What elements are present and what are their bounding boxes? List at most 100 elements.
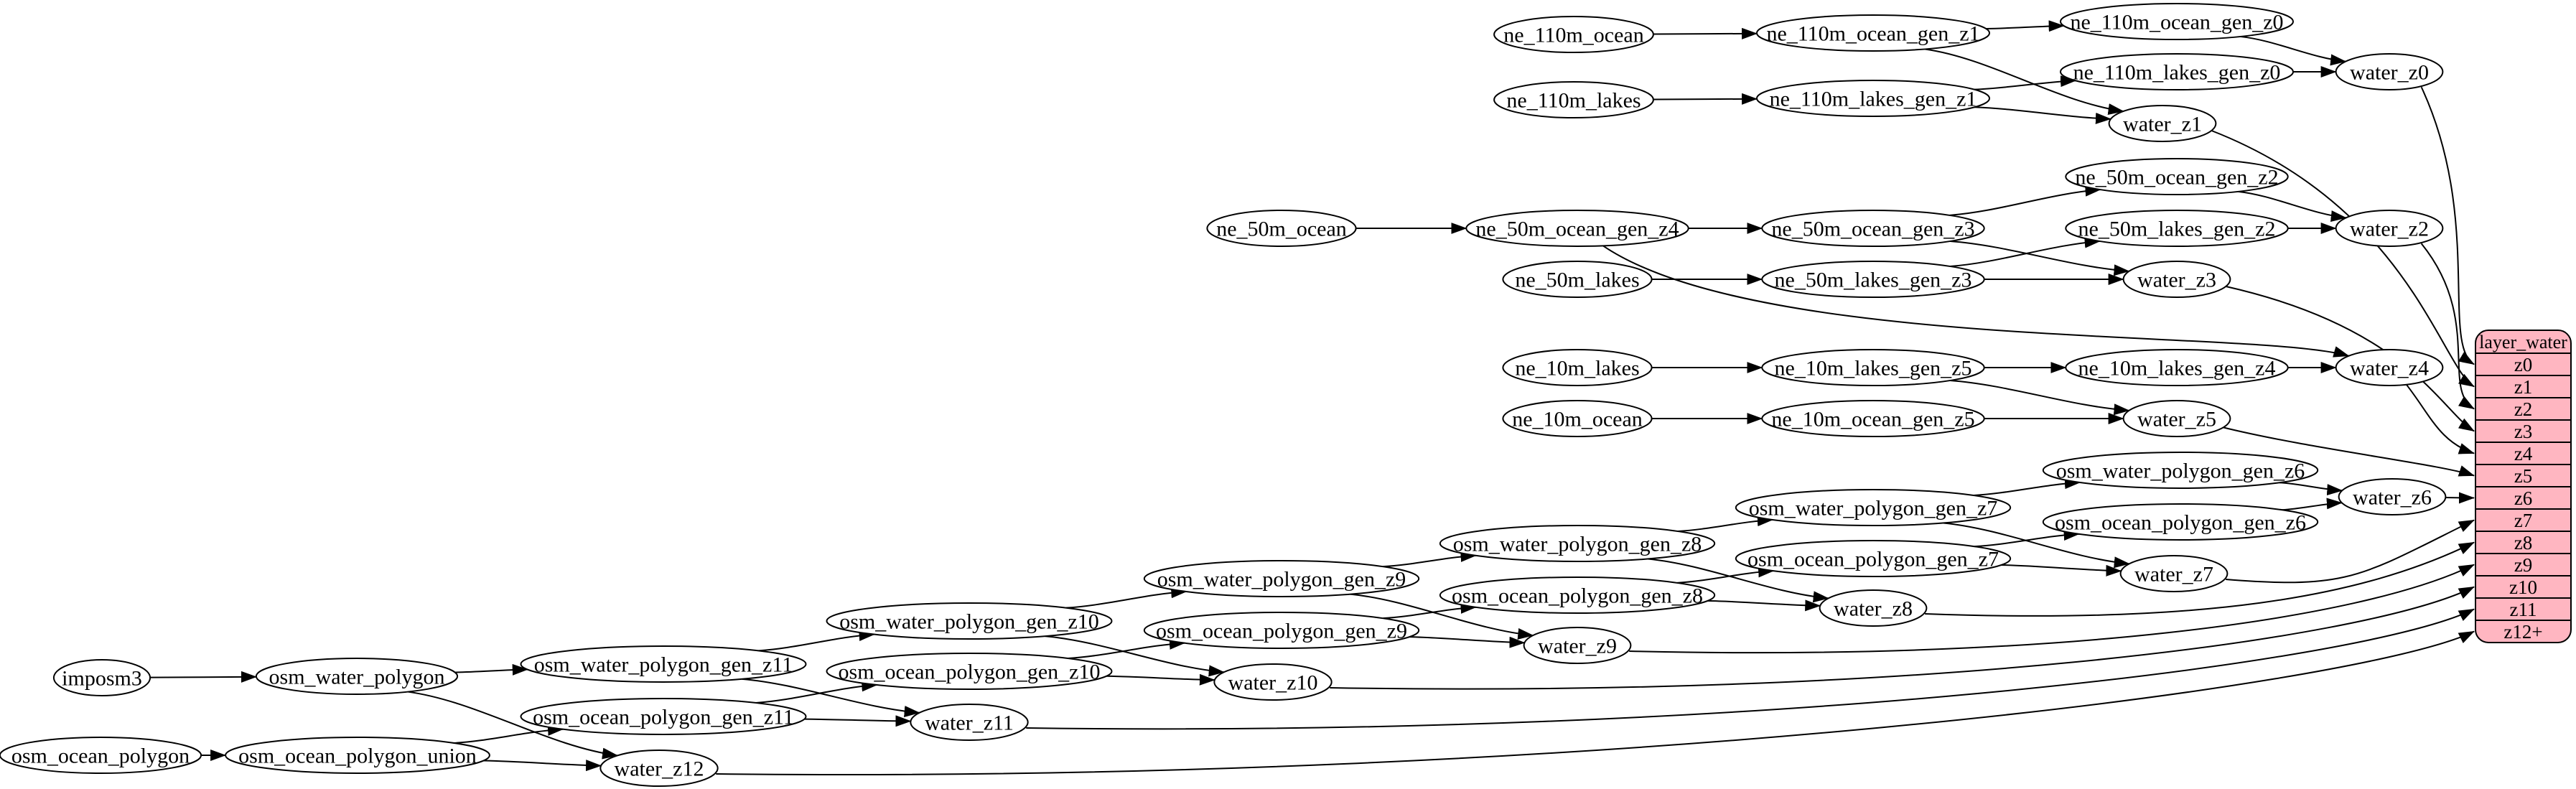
node-label: water_z7 (2134, 563, 2213, 587)
node-ellipse (1493, 16, 1654, 53)
nodes-layer: ne_110m_ocean ne_110m_ocean_gen_z1 ne_110m… (0, 3, 2447, 787)
node-water_z7: water_z7 (2119, 555, 2229, 592)
node-osm_water_polygon_gen_z7: osm_water_polygon_gen_z7 (1735, 489, 2012, 526)
node-label: imposm3 (62, 667, 142, 691)
node-label: ne_50m_lakes (1515, 269, 1639, 292)
node-ellipse (255, 658, 459, 695)
node-label: water_z6 (2353, 486, 2432, 510)
record-row-z2: z2 (2514, 398, 2532, 420)
edge-ne_110m_lakes_gen_z1--ne_110m_lakes_gen_z0 (1974, 75, 2077, 90)
edge-osm_ocean_polygon_gen_z9--water_z9 (1409, 636, 1526, 648)
node-water_z5: water_z5 (2122, 400, 2231, 437)
record-layer: layer_waterz0z1z2z3z4z5z6z7z8z9z10z11z12… (2475, 330, 2572, 643)
edge-water_z10--layer_water-z10 (1330, 586, 2475, 690)
edge-water_z2--layer_water-z2 (2420, 243, 2475, 410)
edge-ne_110m_lakes_gen_z1--water_z1 (1974, 106, 2111, 124)
node-label: osm_water_polygon_gen_z8 (1453, 533, 1702, 556)
node-label: water_z11 (925, 711, 1014, 735)
edge-osm_ocean_polygon_gen_z11--water_z11 (804, 715, 912, 727)
record-row-z8: z8 (2514, 532, 2532, 554)
node-label: ne_50m_lakes_gen_z3 (1775, 269, 1972, 292)
record-row-z5: z5 (2514, 465, 2532, 487)
edge-osm_ocean_polygon_gen_z7--water_z7 (2001, 564, 2122, 576)
node-ne_110m_ocean_gen_z0: ne_110m_ocean_gen_z0 (2060, 3, 2294, 40)
node-label: water_z12 (615, 757, 704, 781)
edge-ne_110m_ocean_gen_z0--water_z0 (2240, 35, 2347, 66)
node-osm_water_polygon_gen_z9: osm_water_polygon_gen_z9 (1143, 560, 1420, 597)
node-label: osm_ocean_polygon_gen_z11 (533, 706, 794, 729)
node-label: osm_ocean_polygon_gen_z7 (1747, 548, 1999, 571)
node-osm_water_polygon_gen_z6: osm_water_polygon_gen_z6 (2042, 452, 2319, 489)
record-row-z1: z1 (2514, 376, 2532, 398)
node-water_z8: water_z8 (1819, 589, 1928, 627)
node-label: water_z1 (2123, 113, 2202, 136)
node-ellipse (1761, 349, 1985, 386)
node-ellipse (1493, 81, 1654, 118)
record-layer_water: layer_waterz0z1z2z3z4z5z6z7z8z9z10z11z12… (2475, 330, 2572, 643)
edge-ne_110m_ocean_gen_z1--ne_110m_ocean_gen_z0 (1986, 20, 2065, 32)
edge-ne_50m_lakes_gen_z3--ne_50m_lakes_gen_z2 (1950, 236, 2101, 267)
node-osm_water_polygon_gen_z8: osm_water_polygon_gen_z8 (1439, 525, 1716, 562)
node-label: osm_ocean_polygon (11, 744, 190, 768)
edge-osm_ocean_polygon_union--water_z12 (483, 760, 602, 772)
edge-water_z1--layer_water-z1 (2211, 130, 2475, 388)
node-ellipse (2042, 503, 2319, 541)
edge-water_z0--layer_water-z0 (2420, 86, 2475, 365)
node-ne_50m_ocean: ne_50m_ocean (1206, 210, 1357, 247)
node-ellipse (2122, 261, 2231, 298)
node-ne_110m_lakes: ne_110m_lakes (1493, 81, 1654, 118)
node-osm_ocean_polygon_gen_z6: osm_ocean_polygon_gen_z6 (2042, 503, 2319, 541)
node-ellipse (1761, 210, 1985, 247)
edge-water_z9--layer_water-z9 (1629, 564, 2475, 654)
node-ne_10m_lakes_gen_z5: ne_10m_lakes_gen_z5 (1761, 349, 1985, 386)
node-water_z2: water_z2 (2335, 210, 2444, 247)
node-label: ne_110m_ocean (1503, 24, 1643, 47)
node-ellipse (2065, 158, 2289, 195)
node-label: water_z9 (1538, 635, 1617, 658)
node-ne_50m_ocean_gen_z2: ne_50m_ocean_gen_z2 (2065, 158, 2289, 195)
node-ellipse (1756, 80, 1990, 117)
node-label: ne_50m_ocean_gen_z2 (2075, 166, 2278, 190)
node-osm_ocean_polygon_gen_z9: osm_ocean_polygon_gen_z9 (1143, 612, 1420, 649)
node-ellipse (1213, 663, 1333, 701)
record-row-z0: z0 (2514, 354, 2532, 375)
edge-osm_water_polygon_gen_z11--water_z11 (742, 678, 920, 717)
node-label: ne_10m_lakes_gen_z5 (1775, 357, 1972, 381)
node-ellipse (1761, 400, 1985, 437)
edge-water_z8--layer_water-z8 (1925, 541, 2475, 617)
edge-osm_water_polygon_gen_z9--water_z9 (1350, 593, 1534, 640)
node-osm_ocean_polygon_gen_z10: osm_ocean_polygon_gen_z10 (826, 653, 1113, 690)
node-ellipse (1502, 261, 1653, 298)
edge-osm_ocean_polygon_gen_z6--water_z6 (2282, 498, 2343, 511)
node-ellipse (2119, 555, 2229, 592)
node-water_z6: water_z6 (2338, 478, 2447, 515)
edge-osm_ocean_polygon_gen_z10--osm_ocean_polygon_gen_z9 (1068, 638, 1185, 659)
edge-osm_water_polygon_gen_z8--osm_water_polygon_gen_z7 (1678, 515, 1773, 532)
node-ellipse (826, 602, 1113, 640)
node-ellipse (0, 737, 202, 774)
node-ellipse (1439, 576, 1716, 614)
node-ne_10m_ocean: ne_10m_ocean (1502, 400, 1653, 437)
node-ellipse (1206, 210, 1357, 247)
node-label: ne_50m_ocean (1216, 218, 1347, 241)
node-ne_110m_ocean_gen_z1: ne_110m_ocean_gen_z1 (1756, 14, 1990, 52)
edge-osm_ocean_polygon_gen_z7--osm_ocean_polygon_gen_z6 (1974, 528, 2080, 548)
node-ne_110m_lakes_gen_z1: ne_110m_lakes_gen_z1 (1756, 80, 1990, 117)
node-ellipse (1756, 14, 1990, 52)
edge-imposm3--osm_water_polygon (150, 671, 257, 683)
node-ellipse (2335, 349, 2444, 386)
edge-ne_110m_lakes--ne_110m_lakes_gen_z1 (1653, 93, 1758, 105)
node-ellipse (1465, 210, 1689, 247)
node-label: osm_ocean_polygon_gen_z9 (1156, 620, 1407, 643)
node-ne_10m_ocean_gen_z5: ne_10m_ocean_gen_z5 (1761, 400, 1985, 437)
node-label: ne_10m_ocean (1512, 408, 1643, 431)
node-label: osm_ocean_polygon_union (238, 744, 477, 768)
record-row-z3: z3 (2514, 421, 2532, 442)
node-label: ne_50m_ocean_gen_z4 (1475, 218, 1679, 241)
edge-water_z5--layer_water-z5 (2223, 426, 2475, 477)
edge-osm_water_polygon_gen_z6--water_z6 (2279, 482, 2343, 496)
edge-osm_water_polygon--osm_water_polygon_gen_z11 (454, 663, 528, 676)
record-title: layer_water (2479, 332, 2567, 353)
node-ellipse (1439, 525, 1716, 562)
node-osm_ocean_polygon_gen_z11: osm_ocean_polygon_gen_z11 (520, 698, 807, 735)
